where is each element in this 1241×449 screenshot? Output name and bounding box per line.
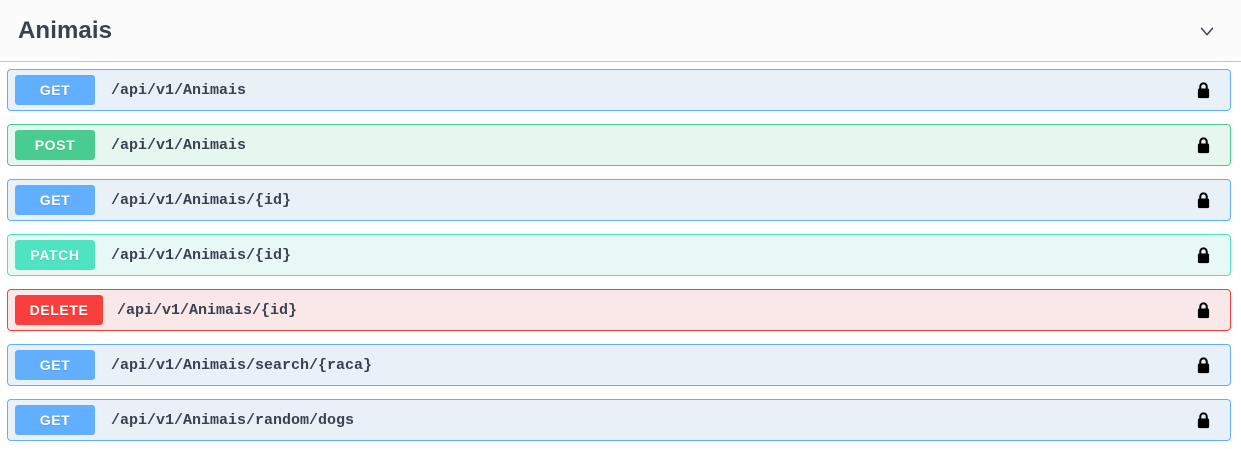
chevron-down-icon[interactable] — [1187, 11, 1227, 51]
operation-row[interactable]: POST/api/v1/Animais — [7, 124, 1231, 166]
operation-path: /api/v1/Animais — [111, 81, 247, 99]
method-badge-patch: PATCH — [15, 240, 95, 270]
lock-glyph — [1197, 246, 1209, 263]
operation-path: /api/v1/Animais/{id} — [111, 246, 292, 264]
lock-icon[interactable] — [1194, 80, 1212, 100]
operation-row[interactable]: GET/api/v1/Animais — [7, 69, 1231, 111]
lock-glyph — [1197, 411, 1209, 428]
lock-icon[interactable] — [1194, 410, 1212, 430]
operation-row[interactable]: DELETE/api/v1/Animais/{id} — [7, 289, 1231, 331]
lock-icon[interactable] — [1194, 135, 1212, 155]
method-badge-post: POST — [15, 130, 95, 160]
lock-glyph — [1197, 191, 1209, 208]
lock-icon[interactable] — [1194, 300, 1212, 320]
operation-row[interactable]: PATCH/api/v1/Animais/{id} — [7, 234, 1231, 276]
operation-path: /api/v1/Animais/random/dogs — [111, 411, 355, 429]
lock-glyph — [1197, 136, 1209, 153]
operation-path: /api/v1/Animais — [111, 136, 247, 154]
chevron-down-glyph — [1200, 27, 1214, 35]
method-badge-delete: DELETE — [15, 295, 103, 325]
lock-glyph — [1197, 356, 1209, 373]
lock-icon[interactable] — [1194, 190, 1212, 210]
lock-icon[interactable] — [1194, 355, 1212, 375]
operation-row[interactable]: GET/api/v1/Animais/search/{raca} — [7, 344, 1231, 386]
operation-row[interactable]: GET/api/v1/Animais/random/dogs — [7, 399, 1231, 441]
lock-glyph — [1197, 81, 1209, 98]
lock-glyph — [1197, 301, 1209, 318]
page-title: Animais — [18, 16, 113, 44]
operation-path: /api/v1/Animais/{id} — [111, 191, 292, 209]
method-badge-get: GET — [15, 405, 95, 435]
tag-header-animais[interactable]: Animais — [0, 0, 1241, 62]
operation-path: /api/v1/Animais/{id} — [117, 301, 298, 319]
method-badge-get: GET — [15, 350, 95, 380]
lock-icon[interactable] — [1194, 245, 1212, 265]
operation-path: /api/v1/Animais/search/{raca} — [111, 356, 373, 374]
method-badge-get: GET — [15, 185, 95, 215]
method-badge-get: GET — [15, 75, 95, 105]
operation-row[interactable]: GET/api/v1/Animais/{id} — [7, 179, 1231, 221]
